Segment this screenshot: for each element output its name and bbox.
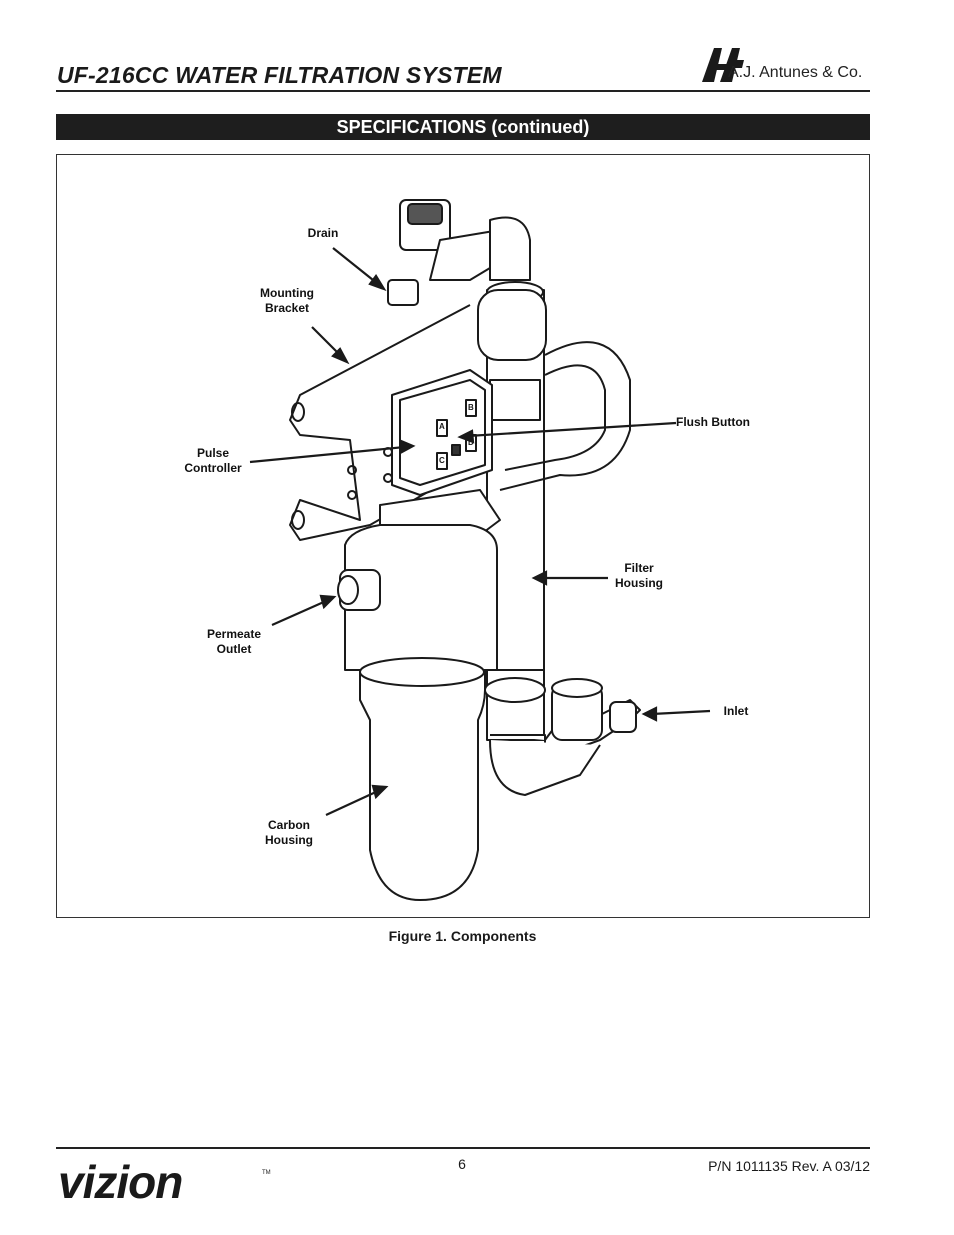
drain-arrow [332,247,379,285]
document-title: UF-216CC WATER FILTRATION SYSTEM [57,62,502,88]
inlet-label: Inlet [723,704,749,718]
pulse-controller-label: Pulse Controller [184,446,242,475]
mounting-bracket-label: Mounting Bracket [260,286,314,315]
carbon-housing-shape [359,669,486,901]
carbon-housing-label: Carbon Housing [265,818,313,847]
drain-label: Drain [307,226,339,240]
part-number: P/N 1011135 Rev. A 03/12 [708,1158,870,1174]
permeate-outlet-label: Permeate Outlet [206,627,262,656]
vizion-logo: vizion TM [58,1160,271,1205]
permeate-outlet-arrow [271,599,327,627]
figure-caption: Figure 1. Components [388,928,537,944]
controller-key-c: C [439,456,445,465]
page-number: 6 [458,1156,466,1172]
antunes-logo [702,48,744,82]
flush-button-label: Flush Button [676,415,750,429]
brand-name: A.J. Antunes & Co. [728,64,863,81]
controller-key-a: A [439,422,445,431]
svg-text:vizion: vizion [58,1160,182,1205]
flush-button-arrow [467,421,677,438]
pulse-controller-arrow [249,445,406,464]
mounting-bracket-arrow [311,326,341,356]
filter-housing-label: Filter Housing [615,561,663,590]
controller-key-d: D [468,438,474,447]
footer-divider [56,1147,870,1149]
bypass-pipe-shape [499,341,631,491]
carbon-housing-arrow [325,790,379,816]
section-heading: SPECIFICATIONS (continued) [56,114,870,140]
svg-text:TM: TM [262,1170,271,1176]
components-figure [56,154,870,918]
controller-key-b: B [468,403,474,412]
header-divider [56,90,870,92]
inlet-arrow [651,709,711,716]
